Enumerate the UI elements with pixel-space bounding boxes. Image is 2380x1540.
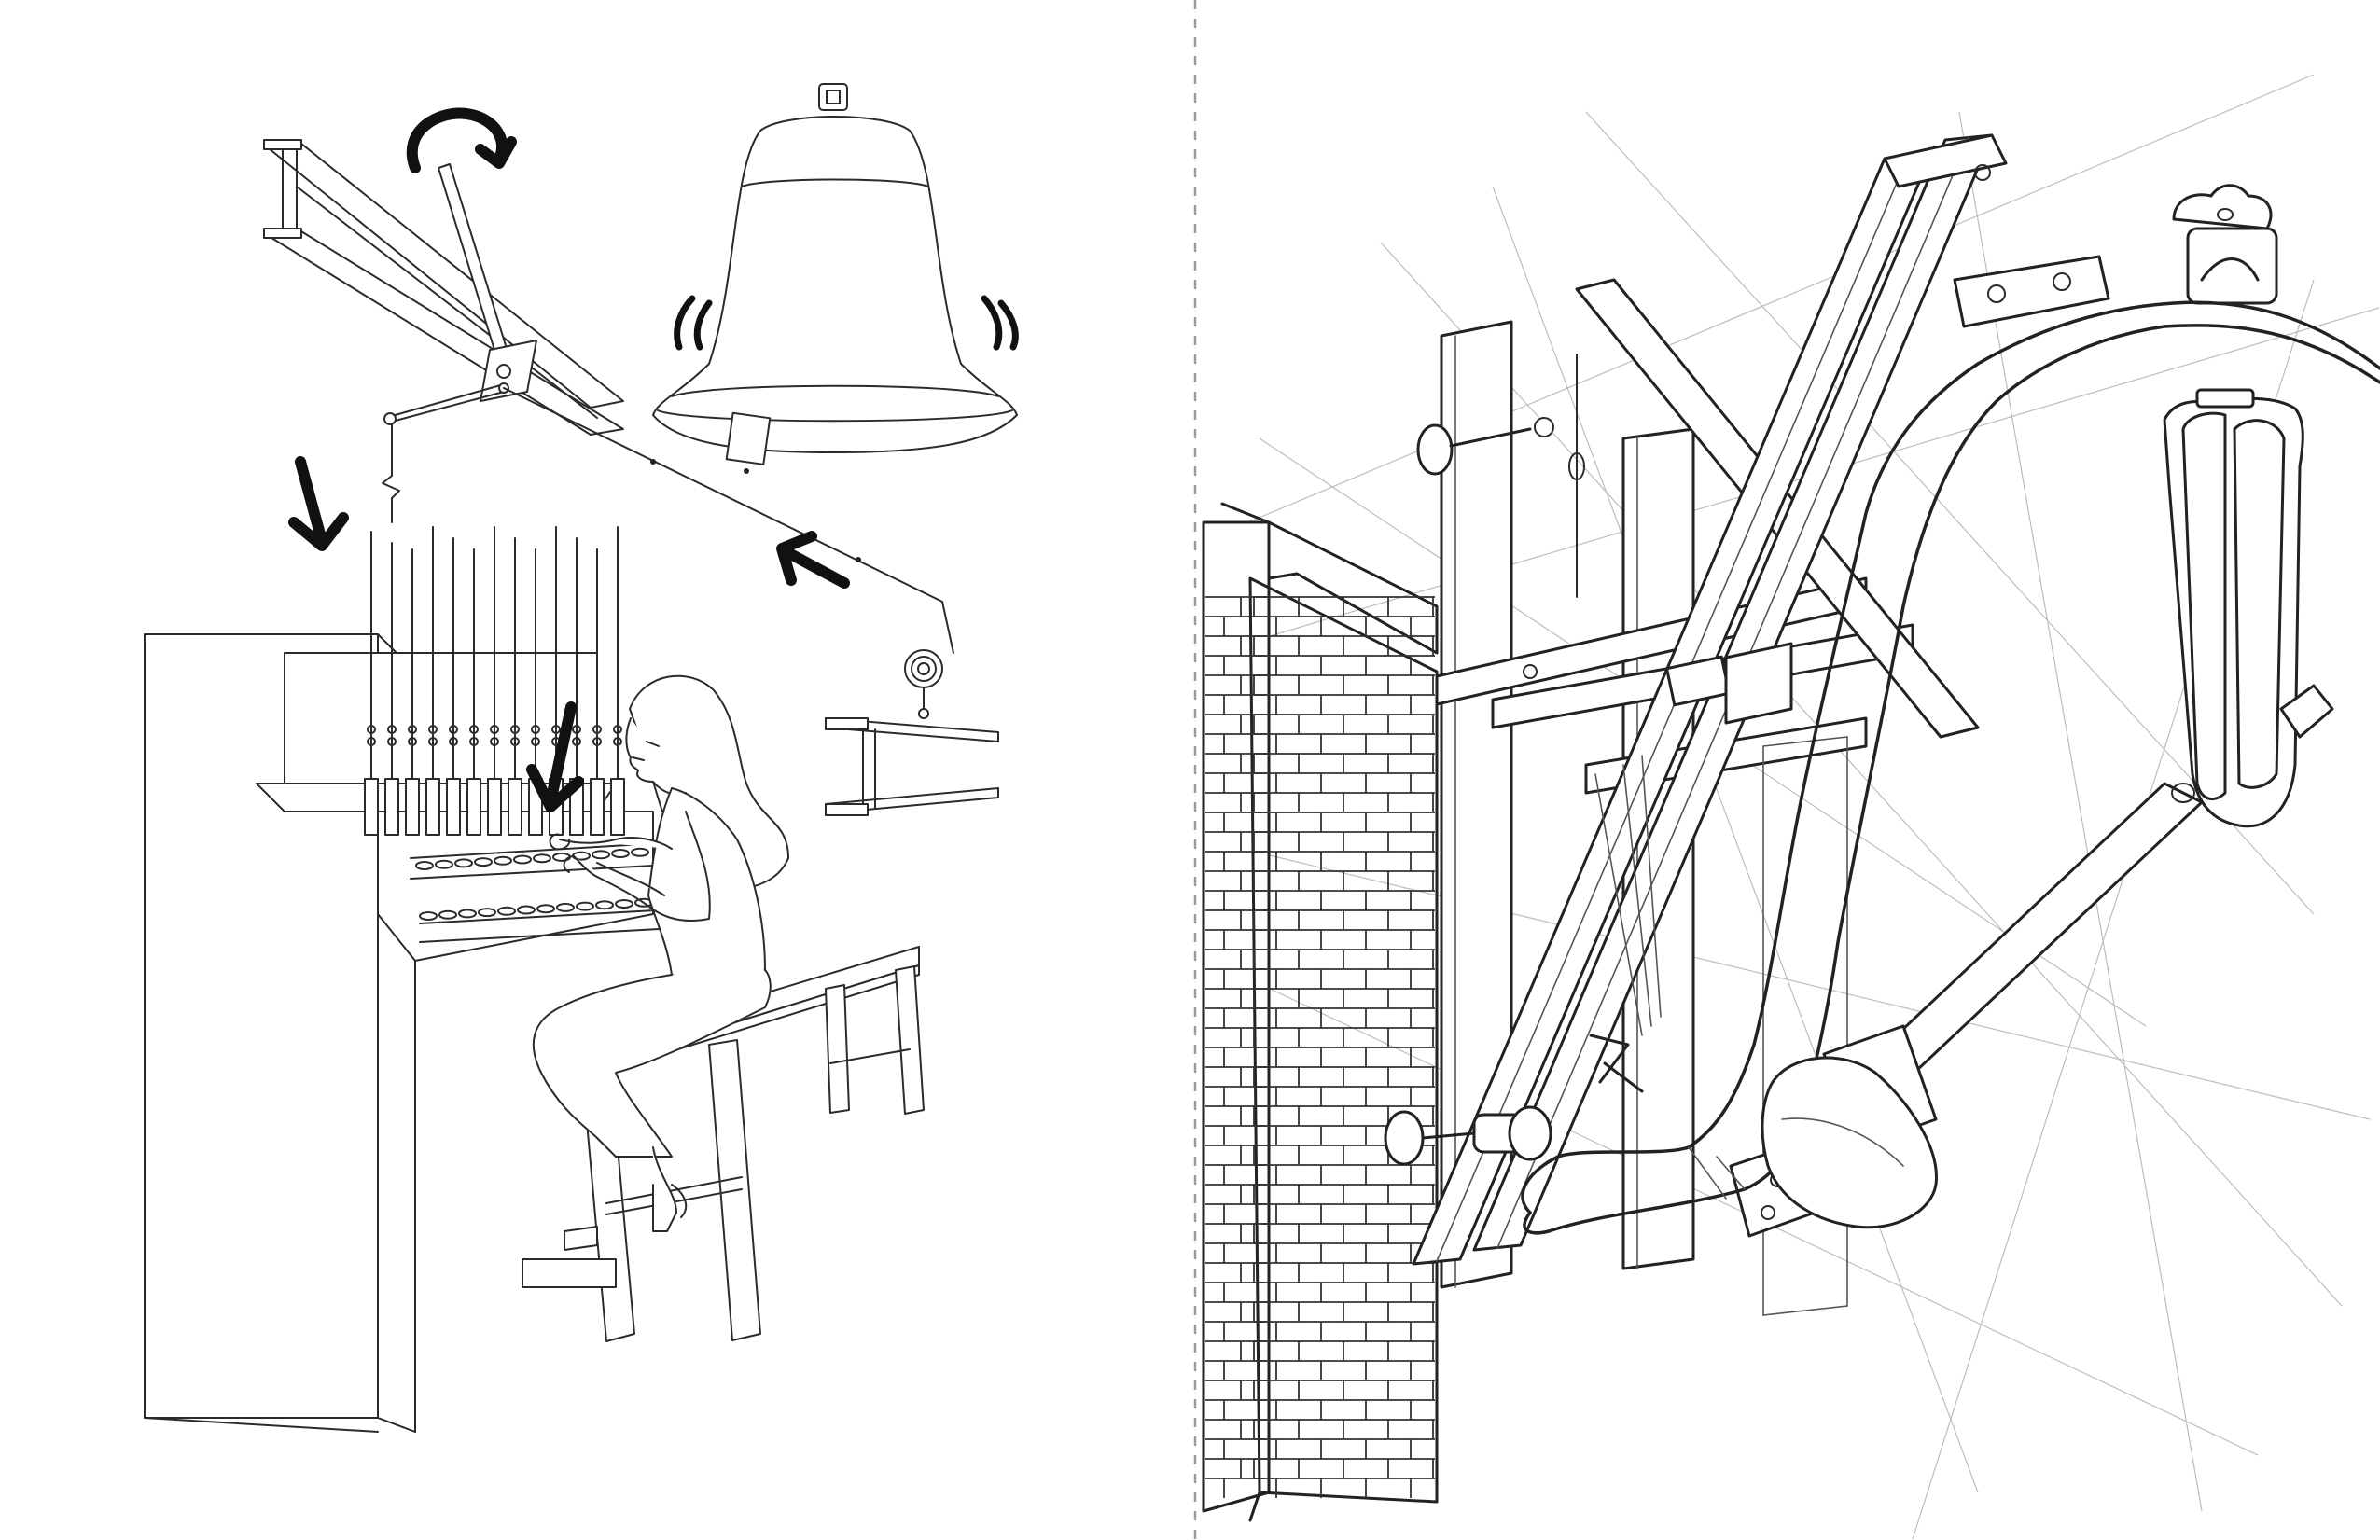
bell [653, 84, 1017, 465]
baton-key [455, 859, 472, 867]
tracker-weight [406, 779, 419, 835]
left-panel [145, 84, 1017, 1432]
baton-key [475, 858, 492, 866]
baton-key [514, 856, 531, 864]
tracker-weight [426, 779, 439, 835]
baton-key [416, 862, 433, 869]
tracker-weight [488, 779, 501, 835]
tracker-weight [591, 779, 604, 835]
tracker-weight [365, 779, 378, 835]
right-panel [1204, 75, 2380, 1539]
baton-key [436, 861, 452, 868]
baton-key [612, 850, 629, 857]
baton-key [596, 901, 613, 909]
baton-key [592, 851, 609, 858]
tracker-weight [447, 779, 460, 835]
baton-key [537, 905, 554, 912]
pull-arrow-icon [782, 536, 844, 583]
lower-i-beam [826, 718, 998, 815]
baton-key [616, 900, 633, 908]
baton-key [420, 912, 437, 920]
baton-key [557, 904, 574, 911]
baton-key [577, 903, 593, 910]
tracker-weight [385, 779, 398, 835]
baton-key [479, 909, 495, 916]
return-spring [905, 650, 942, 718]
baton-key [498, 908, 515, 915]
baton-key [494, 857, 511, 865]
baton-key [534, 854, 550, 862]
baton-key [518, 907, 535, 914]
tracker-weight [611, 779, 624, 835]
baton-key [459, 909, 476, 917]
mounting-plate [1955, 257, 2109, 326]
baton-key [632, 849, 648, 856]
baton-key [439, 911, 456, 919]
tracker-weight [467, 779, 480, 835]
down-arrow-icon [294, 462, 343, 546]
tracker-weight [508, 779, 522, 835]
